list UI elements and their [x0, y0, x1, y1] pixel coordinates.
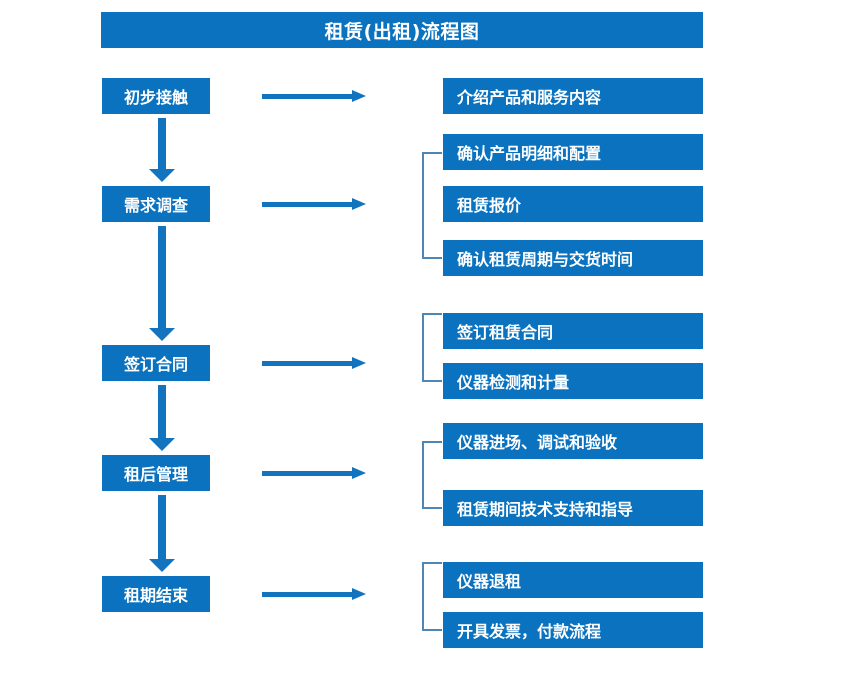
group-bracket-post-rental-mgmt: [422, 441, 442, 509]
arrow-head-right-icon: [352, 198, 366, 210]
detail-box-confirm-product-spec[interactable]: 确认产品明细和配置: [443, 134, 703, 170]
detail-box-rental-quotation[interactable]: 租赁报价: [443, 186, 703, 222]
stage-box-sign-contract[interactable]: 签订合同: [102, 345, 210, 381]
group-bracket-sign-contract: [422, 313, 442, 382]
vertical-arrow-2: [149, 226, 175, 341]
detail-box-instrument-inspection[interactable]: 仪器检测和计量: [443, 363, 703, 399]
horizontal-arrow-4: [262, 465, 366, 481]
detail-box-sign-rental-contract[interactable]: 签订租赁合同: [443, 313, 703, 349]
arrow-head-right-icon: [352, 588, 366, 600]
detail-box-introduce-products[interactable]: 介绍产品和服务内容: [443, 78, 703, 114]
vertical-arrow-1: [149, 118, 175, 182]
horizontal-arrow-1: [262, 88, 366, 104]
vertical-arrow-4: [149, 495, 175, 572]
arrow-shaft: [262, 94, 352, 99]
arrow-shaft: [262, 592, 352, 597]
stage-box-initial-contact[interactable]: 初步接触: [102, 78, 210, 114]
group-bracket-lease-end: [422, 562, 442, 631]
arrow-head-down-icon: [149, 559, 175, 572]
arrow-head-down-icon: [149, 328, 175, 341]
horizontal-arrow-2: [262, 196, 366, 212]
arrow-head-right-icon: [352, 467, 366, 479]
arrow-shaft: [158, 226, 166, 328]
stage-box-post-rental-mgmt[interactable]: 租后管理: [102, 455, 210, 491]
stage-box-requirement-survey[interactable]: 需求调查: [102, 186, 210, 222]
arrow-shaft: [262, 361, 352, 366]
arrow-shaft: [262, 471, 352, 476]
stage-box-lease-end[interactable]: 租期结束: [102, 576, 210, 612]
detail-box-confirm-period-delivery[interactable]: 确认租赁周期与交货时间: [443, 240, 703, 276]
detail-box-instrument-return[interactable]: 仪器退租: [443, 562, 703, 598]
arrow-shaft: [158, 495, 166, 559]
arrow-head-right-icon: [352, 357, 366, 369]
arrow-shaft: [262, 202, 352, 207]
arrow-head-down-icon: [149, 438, 175, 451]
horizontal-arrow-5: [262, 586, 366, 602]
vertical-arrow-3: [149, 385, 175, 451]
arrow-shaft: [158, 385, 166, 438]
arrow-shaft: [158, 118, 166, 169]
arrow-head-down-icon: [149, 169, 175, 182]
detail-box-technical-support[interactable]: 租赁期间技术支持和指导: [443, 490, 703, 526]
horizontal-arrow-3: [262, 355, 366, 371]
detail-box-instrument-delivery-commissioning[interactable]: 仪器进场、调试和验收: [443, 423, 703, 459]
detail-box-invoice-payment[interactable]: 开具发票，付款流程: [443, 612, 703, 648]
page-title: 租赁(出租)流程图: [101, 12, 703, 48]
group-bracket-requirement-survey: [422, 152, 442, 259]
arrow-head-right-icon: [352, 90, 366, 102]
